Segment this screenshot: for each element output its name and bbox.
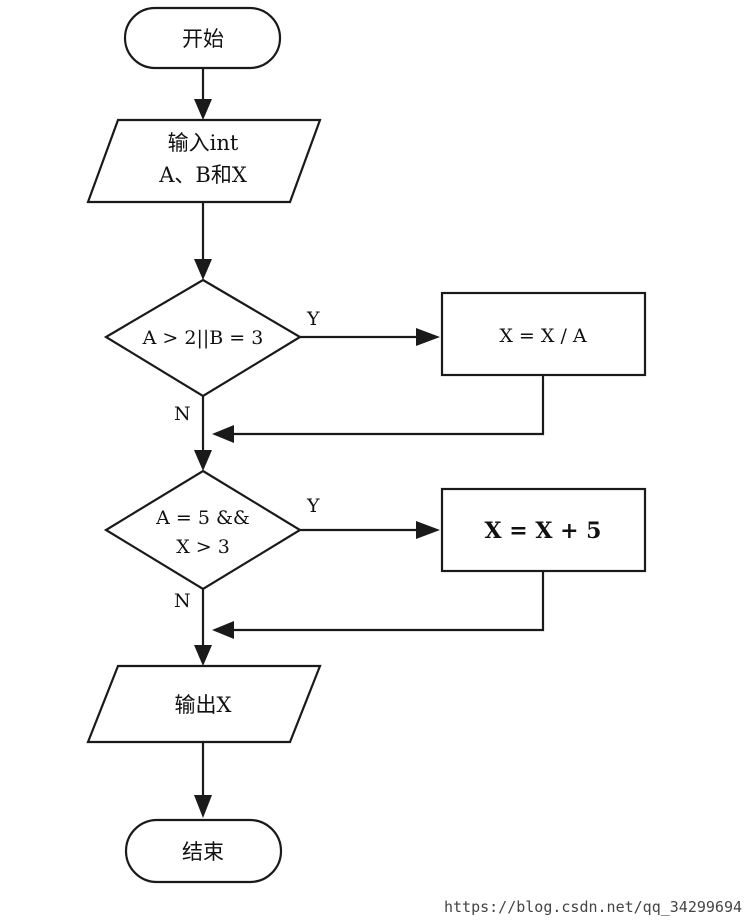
decision2-diamond: A = 5 && X > 3 xyxy=(103,469,303,591)
start-label: 开始 xyxy=(182,27,224,51)
decision1-yes-branch: Y xyxy=(300,308,440,346)
process2-return-path xyxy=(212,571,545,639)
process2-shape xyxy=(440,487,647,573)
arrow-output-to-end xyxy=(194,742,212,818)
input-label-line2: A、B和X xyxy=(158,163,247,187)
output-shape xyxy=(86,664,322,744)
decision1-diamond: A > 2||B = 3 xyxy=(103,278,303,398)
output-label: 输出X xyxy=(175,693,232,717)
connector-line xyxy=(232,571,545,632)
arrow-input-to-decision1 xyxy=(194,202,212,280)
output-parallelogram: 输出X xyxy=(86,664,322,744)
decision1-no-label: N xyxy=(174,403,191,425)
decision1-yes-label: Y xyxy=(306,308,320,330)
decision2-label-line2: X > 3 xyxy=(176,536,230,558)
process1-label: X = X / A xyxy=(499,325,587,347)
decision2-no-label: N xyxy=(174,590,191,612)
decision2-yes-branch: Y xyxy=(300,495,440,539)
process2-label: X = X + 5 xyxy=(485,518,602,544)
arrowhead xyxy=(194,645,212,666)
decision2-label-line1: A = 5 && xyxy=(155,507,250,529)
input-label-line1: 输入int xyxy=(168,131,239,155)
arrowhead xyxy=(194,259,212,280)
arrowhead xyxy=(416,521,440,539)
start-terminator: 开始 xyxy=(123,6,282,70)
input-parallelogram: 输入int A、B和X xyxy=(86,118,322,204)
arrowhead xyxy=(194,450,212,471)
input-shape xyxy=(86,118,322,204)
end-label: 结束 xyxy=(182,840,224,864)
arrow-decision2-to-output xyxy=(194,589,212,666)
arrow-start-to-input xyxy=(194,68,212,120)
end-shape xyxy=(124,818,283,884)
arrowhead xyxy=(194,99,212,120)
watermark-text: https://blog.csdn.net/qq_34299694 xyxy=(444,898,742,916)
decision1-label: A > 2||B = 3 xyxy=(142,327,264,349)
arrowhead xyxy=(194,795,212,818)
arrowhead xyxy=(212,425,234,443)
process2-box: X = X + 5 xyxy=(440,487,647,573)
arrowhead xyxy=(416,328,440,346)
decision2-shape xyxy=(103,469,303,591)
end-terminator: 结束 xyxy=(124,818,283,884)
connector-line xyxy=(232,375,545,436)
arrowhead xyxy=(212,621,234,639)
process1-shape xyxy=(440,291,647,377)
process1-box: X = X / A xyxy=(440,291,647,377)
decision2-yes-label: Y xyxy=(306,495,320,517)
process1-return-path xyxy=(212,375,545,443)
arrow-decision1-to-decision2 xyxy=(194,396,212,471)
